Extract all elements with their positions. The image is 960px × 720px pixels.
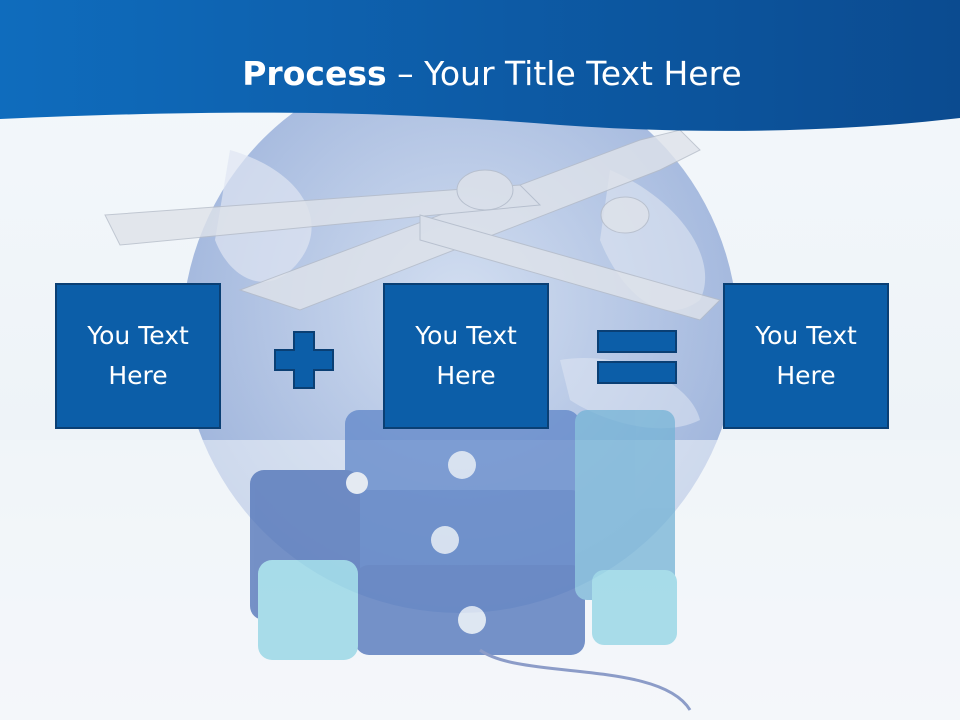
plus-icon [274, 331, 334, 389]
process-box-2[interactable]: You Text Here [383, 283, 549, 429]
process-box-3[interactable]: You Text Here [723, 283, 889, 429]
process-box-1[interactable]: You Text Here [55, 283, 221, 429]
process-box-2-label: You Text Here [415, 321, 517, 390]
title-text: – Your Title Text Here [386, 54, 742, 93]
airplane-graphic [104, 129, 721, 321]
process-box-1-label: You Text Here [87, 321, 189, 390]
page-title: Process – Your Title Text Here [0, 54, 960, 94]
title-bold: Process [242, 54, 387, 93]
luggage-graphic [250, 410, 692, 711]
header-banner [0, 0, 960, 131]
process-box-3-label: You Text Here [755, 321, 857, 390]
equals-icon [597, 330, 677, 384]
